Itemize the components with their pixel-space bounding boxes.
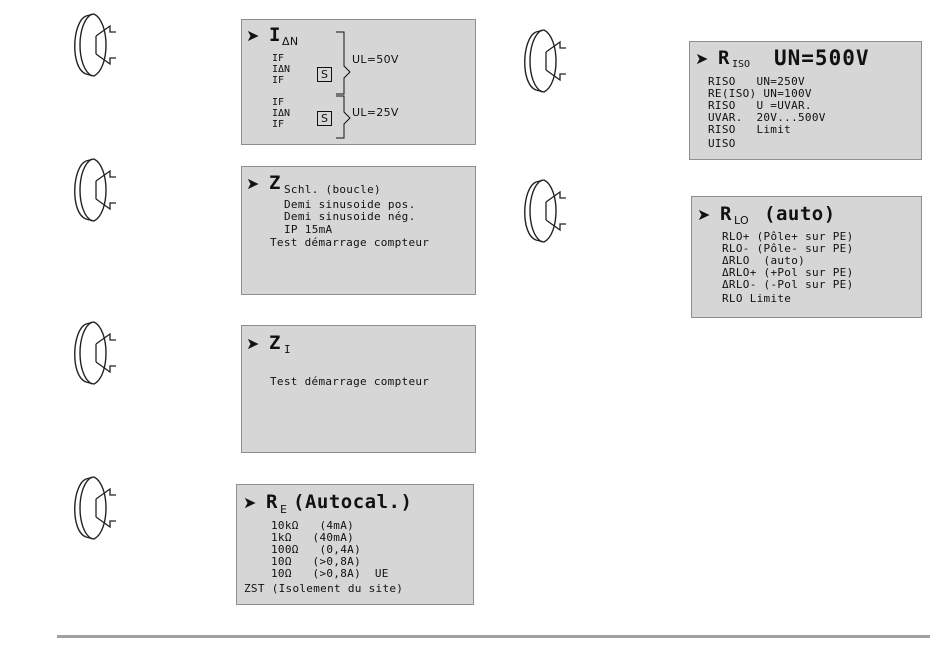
lcd-panel-re: ➤ R E (Autocal.) 10kΩ (4mA) 1kΩ (40mA) 1…: [236, 484, 474, 605]
menu-line: UVAR. 20V...500V: [708, 111, 826, 124]
panel-title-subscript: I: [284, 343, 291, 356]
menu-line: IΔN: [272, 64, 291, 75]
panel-title-rest: (Autocal.): [293, 491, 413, 513]
lcd-panel-rlo: ➤ R LO (auto) RLO+ (Pôle+ sur PE) RLO- (…: [691, 196, 922, 318]
s-box: S: [317, 111, 332, 126]
menu-line: ZST (Isolement du site): [244, 582, 404, 595]
panel-title-subscript: E: [280, 503, 288, 516]
panel-title: R: [720, 203, 732, 225]
menu-line: ΔRLO+ (+Pol sur PE): [722, 266, 854, 279]
rotary-selector-icon: [74, 158, 117, 222]
menu-line: RISO Limit: [708, 123, 792, 136]
lcd-panel-riso: ➤ R ISO UN=500V RISO UN=250V RE(ISO) UN=…: [689, 41, 922, 160]
menu-line: RISO U =UVAR.: [708, 99, 812, 112]
menu-line: ΔRLO- (-Pol sur PE): [722, 278, 854, 291]
footer-divider: [57, 635, 930, 638]
menu-line: RLO- (Pôle- sur PE): [722, 242, 854, 255]
panel-title-subscript: ΔN: [282, 35, 299, 48]
menu-line: 10kΩ (4mA): [271, 519, 355, 532]
pointer-arrow-icon: ➤: [243, 493, 257, 512]
panel-title: Z: [269, 332, 281, 354]
menu-line: IF: [272, 75, 285, 86]
pointer-arrow-icon: ➤: [695, 49, 709, 68]
menu-line: Demi sinusoide pos.: [284, 198, 416, 211]
menu-line: 1kΩ (40mA): [271, 531, 355, 544]
menu-line: Test démarrage compteur: [270, 236, 430, 249]
menu-line: IF: [272, 119, 285, 130]
menu-line: IP 15mA: [284, 223, 333, 236]
pointer-arrow-icon: ➤: [246, 26, 260, 45]
menu-line: UISO: [708, 137, 736, 150]
pointer-arrow-icon: ➤: [246, 334, 260, 353]
menu-line: 10Ω (>0,8A) UE: [271, 567, 389, 580]
lcd-panel-idn: ➤ I ΔN IF IΔN IF S IF IΔN IF S UL=50V UL…: [241, 19, 476, 145]
menu-line: IF: [272, 53, 285, 64]
menu-line: 100Ω (0,4A): [271, 543, 361, 556]
menu-line: 10Ω (>0,8A): [271, 555, 361, 568]
menu-line: IF: [272, 97, 285, 108]
menu-line: Demi sinusoide nég.: [284, 210, 416, 223]
panel-title: Z: [269, 172, 281, 194]
panel-title: R: [718, 47, 730, 69]
menu-line: RISO UN=250V: [708, 75, 805, 88]
bracket-lines: [336, 31, 351, 139]
panel-title-subscript: Schl. (boucle): [284, 183, 381, 196]
menu-line: IΔN: [272, 108, 291, 119]
rotary-selector-icon: [74, 476, 117, 540]
panel-title-subscript: ISO: [732, 59, 751, 70]
s-box: S: [317, 67, 332, 82]
menu-line: RLO+ (Pôle+ sur PE): [722, 230, 854, 243]
panel-title-rest: UN=500V: [774, 46, 870, 70]
rotary-selector-icon: [524, 29, 567, 93]
panel-title: R: [266, 491, 278, 513]
rotary-selector-icon: [74, 13, 117, 77]
lcd-panel-zi: ➤ Z I Test démarrage compteur: [241, 325, 476, 453]
pointer-arrow-icon: ➤: [246, 174, 260, 193]
ul-25-label: UL=25V: [352, 106, 399, 119]
panel-title-subscript: LO: [734, 214, 749, 227]
rotary-selector-icon: [74, 321, 117, 385]
rotary-selector-icon: [524, 179, 567, 243]
pointer-arrow-icon: ➤: [697, 205, 711, 224]
panel-title: I: [269, 24, 281, 46]
menu-line: RLO Limite: [722, 292, 792, 305]
ul-50-label: UL=50V: [352, 53, 399, 66]
menu-line: ΔRLO (auto): [722, 254, 806, 267]
menu-line: RE(ISO) UN=100V: [708, 87, 812, 100]
menu-line: Test démarrage compteur: [270, 375, 430, 388]
panel-title-rest: (auto): [764, 203, 836, 225]
lcd-panel-zschl: ➤ Z Schl. (boucle) Demi sinusoide pos. D…: [241, 166, 476, 295]
